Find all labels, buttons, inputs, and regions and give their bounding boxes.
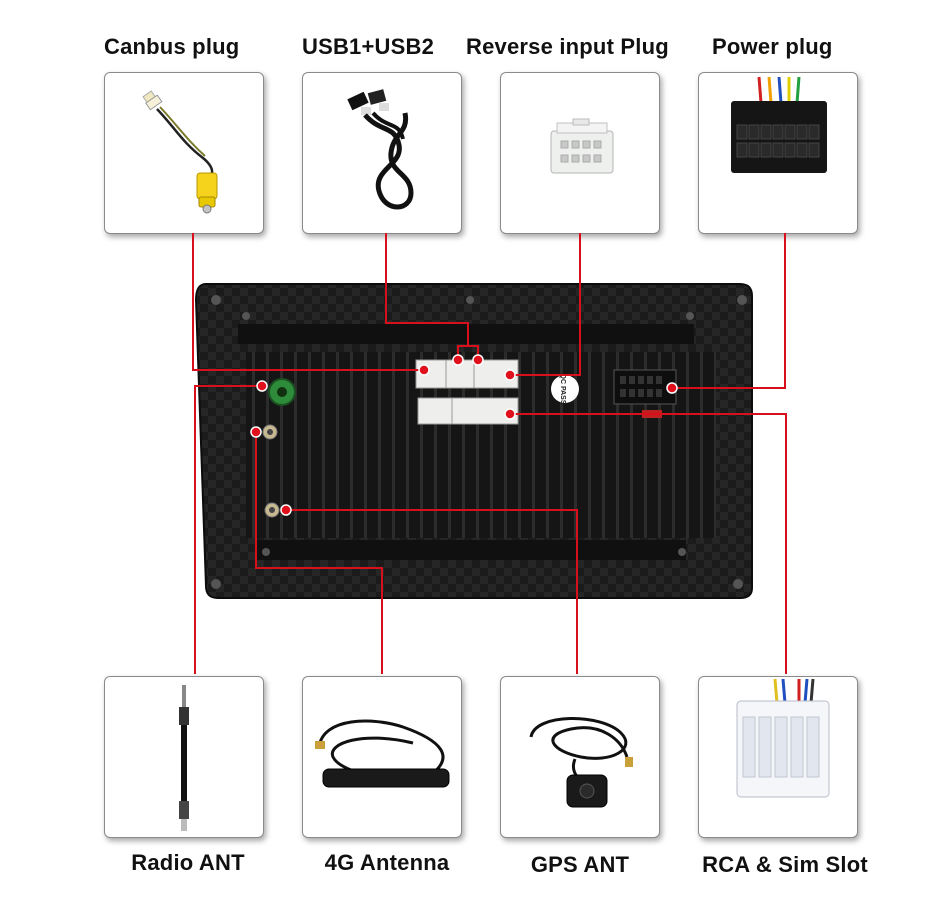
label-canbus-plug: Canbus plug <box>104 34 240 59</box>
rca-sim-card <box>698 676 858 838</box>
rca-sim-plug-icon <box>736 678 830 798</box>
canbus-plug-icon <box>142 90 218 214</box>
power-plug-card <box>698 72 858 234</box>
radio-antenna-card <box>104 676 264 838</box>
usb-cable-icon <box>347 89 414 210</box>
qc-pass-sticker: QC PASS <box>559 374 566 405</box>
label-power-plug: Power plug <box>712 34 833 59</box>
reverse-plug-icon <box>550 118 614 174</box>
4g-antenna-card <box>302 676 462 838</box>
label-rca-sim-slot: RCA & Sim Slot <box>702 852 868 877</box>
gps-antenna-card <box>500 676 660 838</box>
usb-cable-card <box>302 72 462 234</box>
canbus-plug-card <box>104 72 264 234</box>
power-plug-icon <box>731 76 827 173</box>
gps-antenna-icon <box>529 717 633 808</box>
reverse-plug-card <box>500 72 660 234</box>
label-radio-ant: Radio ANT <box>131 850 245 875</box>
label-reverse-input-plug: Reverse input Plug <box>466 34 669 59</box>
label-4g-antenna: 4G Antenna <box>324 850 450 875</box>
radio-antenna-icon <box>179 685 189 831</box>
4g-antenna-icon <box>315 719 450 788</box>
label-gps-ant: GPS ANT <box>530 852 630 877</box>
label-usb: USB1+USB2 <box>302 34 435 59</box>
